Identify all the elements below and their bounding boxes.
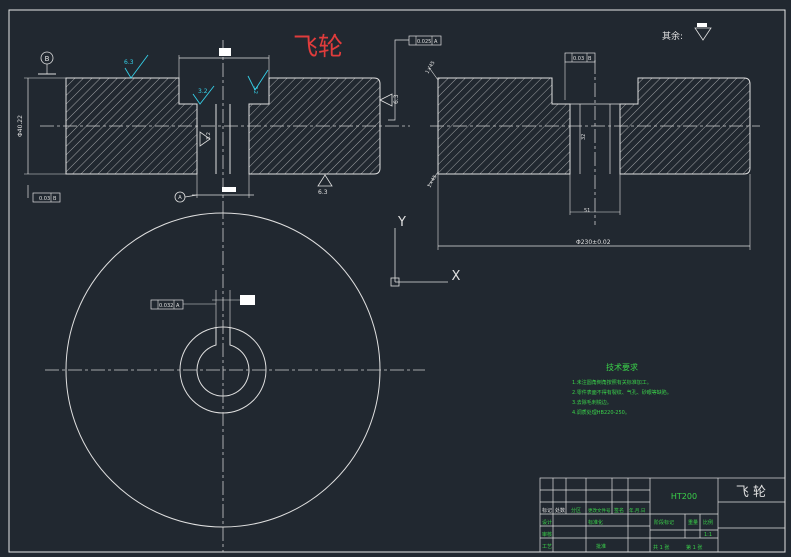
roughness-rest-label: 其余: [662,30,683,42]
rev-header-2: 处数 [555,507,565,514]
axis-y-label: Y [397,215,406,230]
roughness-3: 3.2 [252,86,258,94]
title-block-text: 标记 处数 分区 更改文件号 签名 年.月.日 设计 标准化 审核 工艺 批准 … [542,485,766,551]
axis-x-label: X [452,269,461,284]
left-tolerance-value: 0.03 [39,196,50,202]
stage-header-3: 比例 [703,519,713,526]
roughness-6: 6.3 [318,189,328,196]
material-value: HT200 [671,492,697,501]
rev-header-4: 更改文件号 [588,507,611,514]
key-tolerance-value: 0.032 [159,303,173,309]
drawing-title: 飞轮 [293,32,343,61]
right-tolerance-datum: B [588,56,592,62]
top-tolerance-datum: A [434,39,438,45]
left-height-dim: Φ40.22 [17,115,24,137]
right-depth-dim: 51 [584,208,590,214]
roughness-5: 6.3 [393,94,400,104]
rev-header-3: 分区 [571,507,581,514]
technical-requirements: 技术要求 1.未注圆角倒角按照有关标准加工。 2.零件表面不得有裂纹、气孔、砂眼… [572,362,672,416]
sheet-number: 第 1 张 [686,544,702,551]
tech-req-item-4: 4.调质处理HB220-250。 [572,409,630,416]
right-tolerance-value: 0.03 [573,56,584,62]
right-section-view: 0.03 B 1×45 1×45 32 51 Φ230±0.02 [425,52,760,250]
datum-a-label: A [178,195,182,201]
rev-header-5: 签名 [614,507,624,514]
left-tolerance-datum: B [53,196,57,202]
review-label: 审核 [542,531,552,538]
drawing-frame [8,9,786,553]
tech-req-item-2: 2.零件表面不得有裂纹、气孔、砂眼等缺陷。 [572,389,672,396]
left-section-view: Φ40.22 B 0.03 B 0.025 A 6.3 3.2 3.2 3.2 … [17,35,442,205]
tech-req-item-3: 3.去除毛刺锐边。 [572,399,612,406]
rev-header-1: 标记 [542,507,552,514]
stage-header-2: 重量 [688,519,698,526]
datum-b-label: B [45,55,50,63]
designer-label: 设计 [542,519,552,526]
roughness-2: 3.2 [198,88,208,95]
approve-label: 批准 [596,543,606,550]
std-label: 标准化 [588,519,603,526]
roughness-rest-symbol [694,27,712,41]
tech-req-item-1: 1.未注圆角倒角按照有关标准加工。 [572,379,652,386]
sheets-total: 共 1 张 [653,544,669,551]
scale-value: 1:1 [704,532,712,538]
front-view: 0.032 A [45,205,425,552]
part-name-value: 飞 轮 [736,485,766,500]
right-bore-dim: 32 [581,134,587,140]
chamfer-top: 1×45 [425,60,437,75]
roughness-1: 6.3 [124,59,134,66]
tech-req-title: 技术要求 [606,362,638,372]
roughness-4: 3.2 [206,132,212,140]
right-diameter-dim: Φ230±0.02 [576,239,611,246]
stage-header-1: 阶段标记 [654,519,674,526]
chamfer-bottom: 1×45 [427,174,439,189]
ucs-axis-icon: Y X [390,215,461,287]
top-tolerance-value: 0.025 [417,39,431,45]
key-tolerance-datum: A [176,303,180,309]
craft-label: 工艺 [542,544,552,550]
title-block [539,477,786,553]
rev-header-6: 年.月.日 [629,507,645,514]
